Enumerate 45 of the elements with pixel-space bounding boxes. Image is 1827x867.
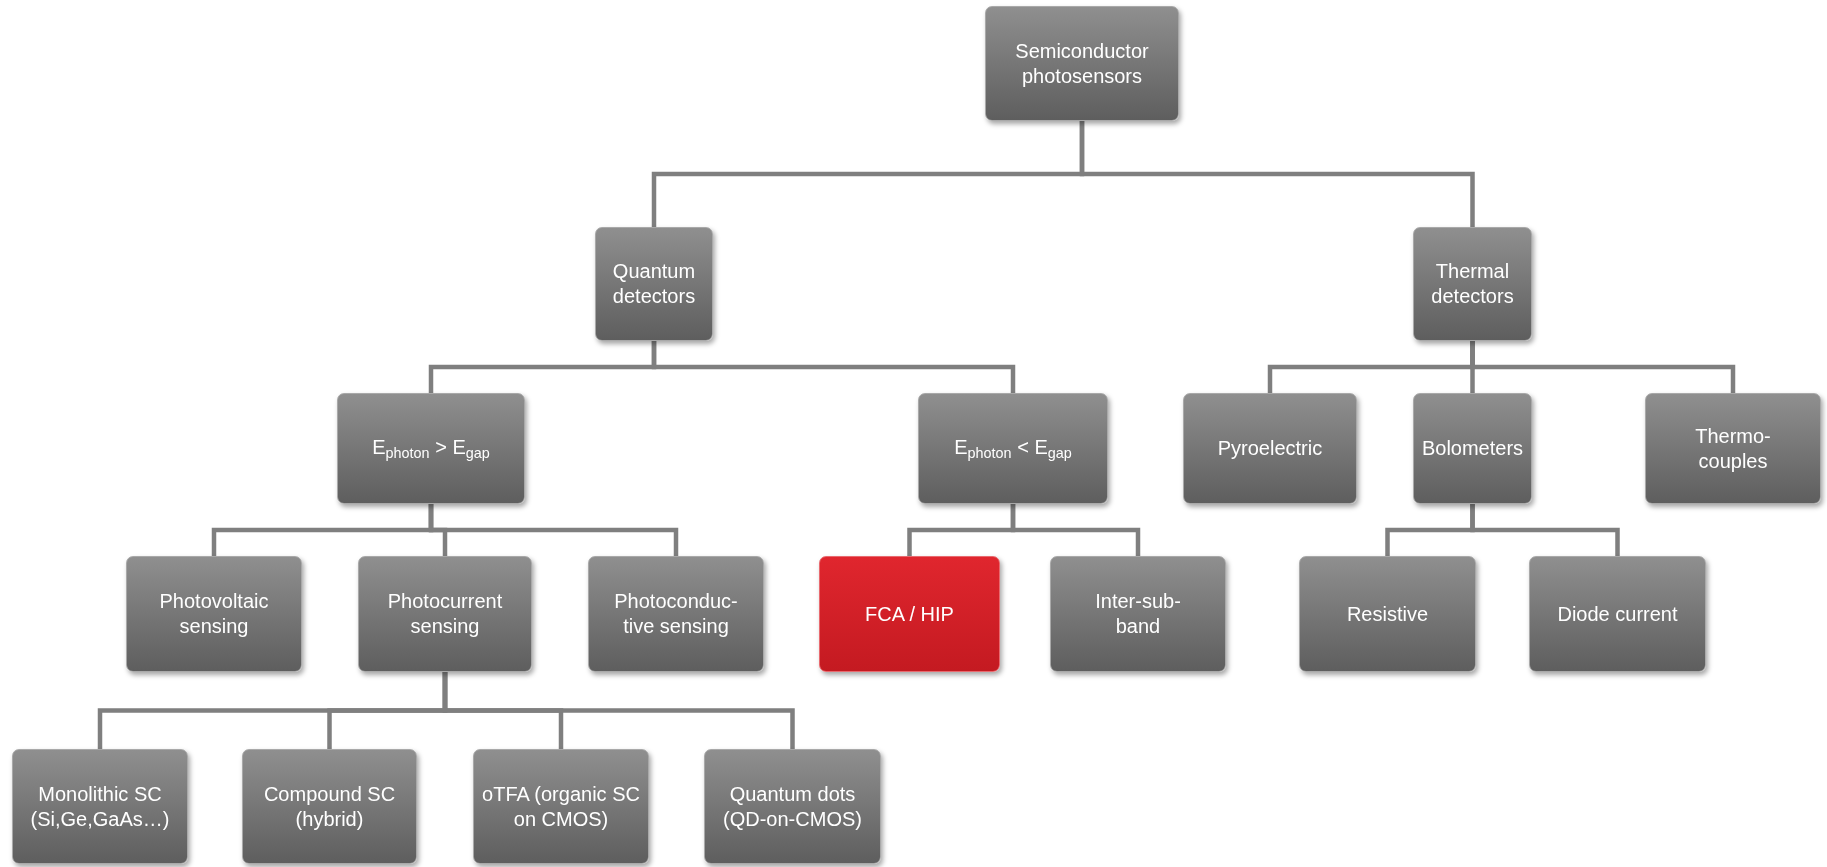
box-label: Photovoltaic sensing [158,589,270,639]
category-box [126,556,302,672]
connector-line [1079,121,1475,227]
category-box [473,749,649,864]
box-label: Monolithic SC (Si,Ge,GaAs…) [29,781,171,832]
box-label: Inter-sub-band [1094,589,1182,639]
box-label: E$_{photon}$ < E$_{gap}$ [954,434,1072,463]
category-box [1413,227,1532,341]
category-box [1299,556,1476,672]
connector-line [1470,504,1620,556]
box-label: Quantum detectors [611,259,697,309]
box-label: Bolometers [1421,436,1524,461]
box-label: Semiconductor photosensors [1014,38,1150,89]
category-box [337,393,525,504]
box-label: Resistive [1346,601,1429,627]
box-label: Pyroelectric [1217,436,1323,461]
category-box [1050,556,1226,672]
box-label: Photoconduc-tive sensing [613,589,739,639]
category-box [588,556,764,672]
box-label: Thermal detectors [1430,259,1515,309]
category-box [1645,393,1821,504]
category-box [918,393,1108,504]
category-box [1529,556,1706,672]
box-label: Diode current [1557,601,1678,627]
box-label: Photocurrent sensing [386,589,504,639]
box-label: Thermo-couples [1694,423,1772,474]
category-box [704,749,881,864]
connector-line [442,672,795,749]
connector-line [651,341,1016,393]
box-label: Compound SC (hybrid) [262,781,397,832]
box-label: oTFA (organic SC on CMOS) [482,781,640,832]
connector-line [1010,504,1141,556]
category-box [1413,393,1532,504]
category-box [358,556,532,672]
connector-line [1470,341,1736,393]
box-label: FCA / HIP [865,601,954,627]
category-box [242,749,417,864]
category-box [819,556,1000,672]
category-box [1183,393,1357,504]
connector-line [428,504,679,556]
category-box [595,227,713,341]
category-box [985,6,1179,121]
box-label: Quantum dots (QD-on-CMOS) [722,781,863,832]
box-label: E$_{photon}$ > E$_{gap}$ [372,434,490,463]
category-box [12,749,188,864]
